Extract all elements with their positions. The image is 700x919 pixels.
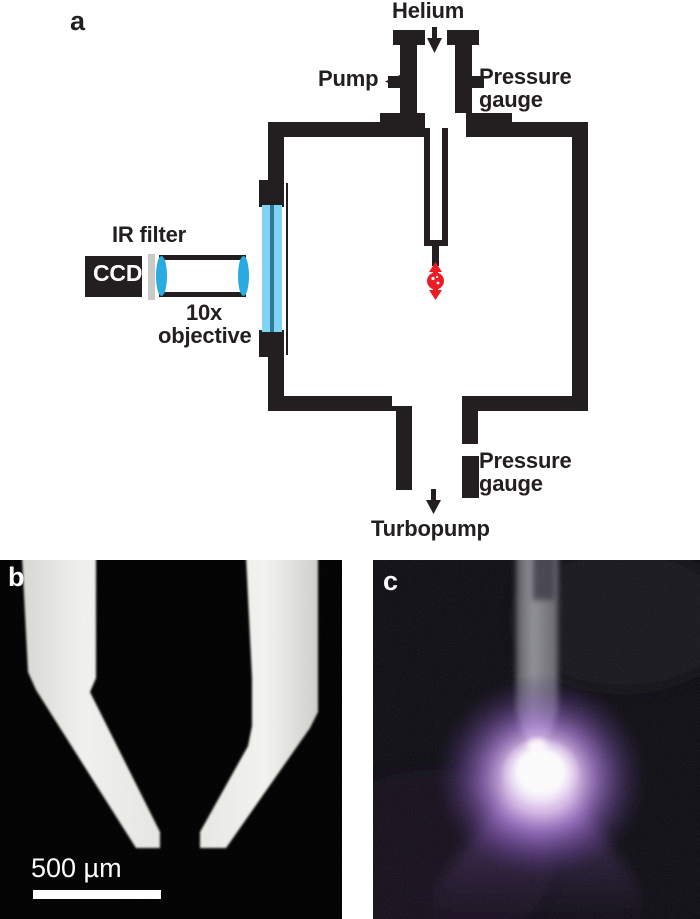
optical-viewport-window: [262, 205, 282, 332]
pressure-gauge-stub-lower-a: [462, 406, 478, 444]
helium-tube-left-shoulder: [393, 30, 425, 45]
objective-barrel-bottom: [160, 292, 245, 297]
panel-letter-b: b: [8, 562, 25, 592]
label-ir-filter: IR filter: [112, 222, 186, 247]
viewport-flange-upper: [259, 180, 284, 207]
plasma-discharge-marker: [427, 262, 444, 300]
label-pressure-gauge-bottom: Pressure gauge: [479, 448, 572, 496]
chamber-bottom-wall-left: [268, 396, 412, 490]
label-objective: 10x objective: [158, 300, 252, 348]
plasma-arrow-down: [429, 290, 442, 300]
plasma-blob: [427, 272, 444, 290]
chamber-bottom-wall-right: [462, 396, 588, 411]
capillary-tip-micrograph: [0, 560, 342, 919]
helium-arrow: [427, 27, 442, 53]
vacuum-chamber-body: [259, 30, 588, 498]
plasma-blob-speck-1: [431, 276, 435, 281]
plasma-arrow-up: [429, 262, 442, 272]
chamber-top-wall-right: [466, 113, 588, 137]
panel-letter-a: a: [70, 6, 86, 36]
chamber-right-wall: [572, 122, 588, 411]
helium-tube-right-wall: [455, 37, 472, 113]
pressure-gauge-stub-lower-b: [462, 456, 479, 498]
label-turbopump: Turbopump: [371, 516, 490, 541]
vacuum-chamber-schematic: [85, 27, 588, 514]
objective-barrel-top: [160, 255, 245, 260]
panel-b-micrograph: b: [0, 560, 342, 919]
chamber-top-wall-left: [268, 113, 425, 137]
label-pump: Pump: [318, 66, 379, 91]
capillary-wall-right: [442, 128, 448, 246]
scalebar-line: [33, 890, 161, 899]
capillary-wall-left: [424, 128, 430, 246]
plasma-blob-speck-2: [436, 281, 440, 285]
panel-b-grain: [0, 560, 342, 919]
chamber-left-wall-upper: [268, 122, 284, 188]
objective-lens-front: [238, 256, 249, 296]
pressure-gauge-port-stub-upper: [470, 76, 484, 88]
microplasma-photograph: [373, 560, 700, 919]
panel-letter-c: c: [383, 566, 399, 596]
scalebar-label: 500 µm: [31, 853, 122, 883]
pump-arrow: [385, 75, 414, 88]
label-pressure-gauge-top: Pressure gauge: [479, 64, 572, 112]
chamber-left-wall-lower: [268, 349, 284, 411]
ir-filter-strip: [148, 254, 155, 300]
helium-tube-left-wall: [400, 37, 417, 113]
label-helium: Helium: [392, 0, 465, 23]
viewport-centerline: [270, 205, 274, 332]
panel-c-grain: [373, 560, 700, 919]
objective-barrel: [159, 255, 246, 297]
capillary-tip-shoulder: [424, 240, 448, 246]
chamber-inner-edge-line: [286, 183, 288, 355]
plasma-blob-speck-3: [435, 275, 439, 279]
panel-c-photograph: c: [373, 560, 700, 919]
label-ccd: CCD: [93, 260, 143, 286]
turbopump-arrow: [426, 489, 441, 514]
objective-lens-rear: [156, 256, 167, 296]
panel-a-schematic: a Helium Pump Pressure gauge Pressure ga…: [70, 0, 588, 541]
ccd-camera-body: [85, 256, 142, 297]
helium-tube-right-shoulder: [447, 30, 479, 45]
capillary-tip: [432, 244, 439, 266]
